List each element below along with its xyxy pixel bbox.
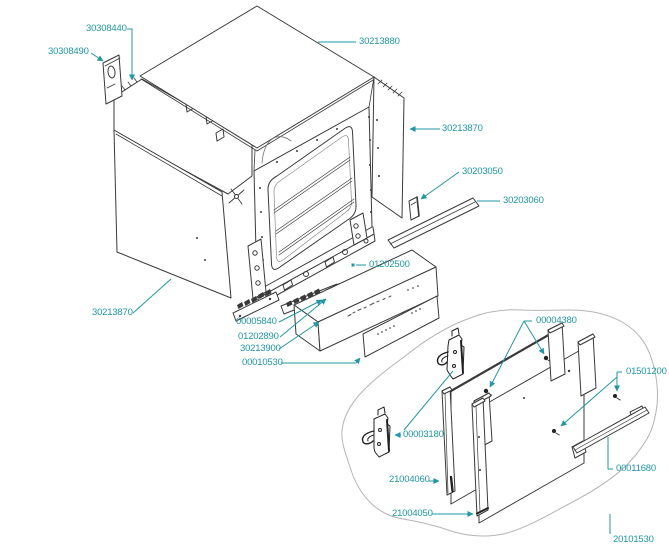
part-label-30213870: 30213870: [442, 123, 483, 134]
part-label-21004050: 21004050: [392, 508, 433, 519]
part-label-01202890: 01202890: [238, 331, 279, 342]
cabinet-bottom-front: [247, 212, 376, 306]
front-corner-screw-detail: [228, 188, 245, 205]
control-housing: [293, 249, 439, 352]
part-label-30213870: 30213870: [92, 307, 133, 318]
part-label-20101530: 20101530: [613, 534, 654, 545]
part-label-30203050: 30203050: [462, 166, 503, 177]
part-label-01202500: 01202500: [369, 259, 410, 270]
control-board-mounted: [232, 289, 280, 322]
door-screws: [552, 394, 621, 436]
part-label-30308490: 30308490: [48, 46, 89, 57]
small-bracket: [102, 54, 123, 105]
part-label-30203060: 30203060: [503, 195, 544, 206]
part-label-21004060: 21004060: [389, 474, 430, 485]
door-group-outline: [341, 309, 659, 537]
left-side-panel: [113, 129, 232, 299]
part-label-00004380: 00004380: [536, 315, 577, 326]
door-profile-left: [441, 386, 456, 496]
right-side-panel: [371, 76, 405, 219]
rail-clip: [408, 196, 420, 221]
top-cover-panel: [139, 5, 375, 152]
part-label-01501200: 01501200: [626, 366, 667, 377]
control-glass: [362, 295, 440, 358]
part-label-00003180: 00003180: [403, 429, 444, 440]
leader-lines: [90, 28, 622, 534]
door-latch-lower: [361, 406, 391, 458]
part-label-30213880: 30213880: [359, 36, 400, 47]
door-latch-upper: [436, 327, 465, 380]
part-label-00010530: 00010530: [242, 357, 283, 368]
side-rail: [387, 197, 480, 249]
part-label-30213900: 30213900: [240, 343, 281, 354]
part-label-30308440: 30308440: [86, 23, 127, 34]
part-label-00005840: 00005840: [236, 316, 277, 327]
door-profile-front: [471, 397, 489, 517]
part-label-00011680: 00011680: [616, 463, 656, 474]
door-handle: [571, 405, 650, 459]
